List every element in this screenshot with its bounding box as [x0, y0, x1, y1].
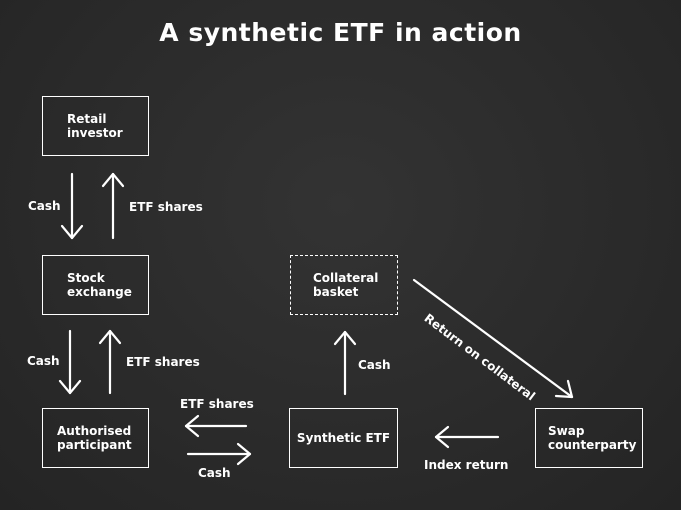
retail-investor-label: Retail investor [67, 112, 123, 140]
retail-investor-box: Retail investor [42, 96, 149, 156]
index-return-label: Index return [424, 458, 509, 472]
ap-cash-label: Cash [198, 466, 231, 480]
retail-etf-shares-arrow [101, 172, 125, 240]
synthetic-etf-box: Synthetic ETF [289, 408, 398, 468]
retail-etf-shares-label: ETF shares [129, 200, 203, 214]
diagram-title: A synthetic ETF in action [159, 18, 522, 47]
swap-counterparty-box: Swap counterparty [535, 408, 643, 468]
authorised-participant-box: Authorised participant [42, 408, 149, 468]
stock-exchange-label: Stock exchange [67, 271, 132, 299]
exchange-etf-shares-arrow [98, 329, 122, 395]
swap-counterparty-label: Swap counterparty [548, 424, 637, 452]
collateral-cash-arrow [333, 330, 357, 396]
exchange-cash-label: Cash [27, 354, 60, 368]
authorised-participant-label: Authorised participant [57, 424, 132, 452]
collateral-basket-label: Collateral basket [313, 271, 379, 299]
collateral-basket-box: Collateral basket [290, 255, 398, 315]
exchange-cash-arrow [58, 329, 82, 395]
ap-etf-shares-arrow [184, 414, 248, 438]
stock-exchange-box: Stock exchange [42, 255, 149, 315]
index-return-arrow [434, 425, 500, 449]
synthetic-etf-label: Synthetic ETF [296, 431, 391, 445]
exchange-etf-shares-label: ETF shares [126, 355, 200, 369]
collateral-cash-label: Cash [358, 358, 391, 372]
return-on-collateral-arrow [412, 278, 574, 399]
ap-etf-shares-label: ETF shares [180, 397, 254, 411]
ap-cash-arrow [186, 442, 252, 466]
retail-cash-arrow [60, 172, 84, 240]
retail-cash-label: Cash [28, 199, 61, 213]
